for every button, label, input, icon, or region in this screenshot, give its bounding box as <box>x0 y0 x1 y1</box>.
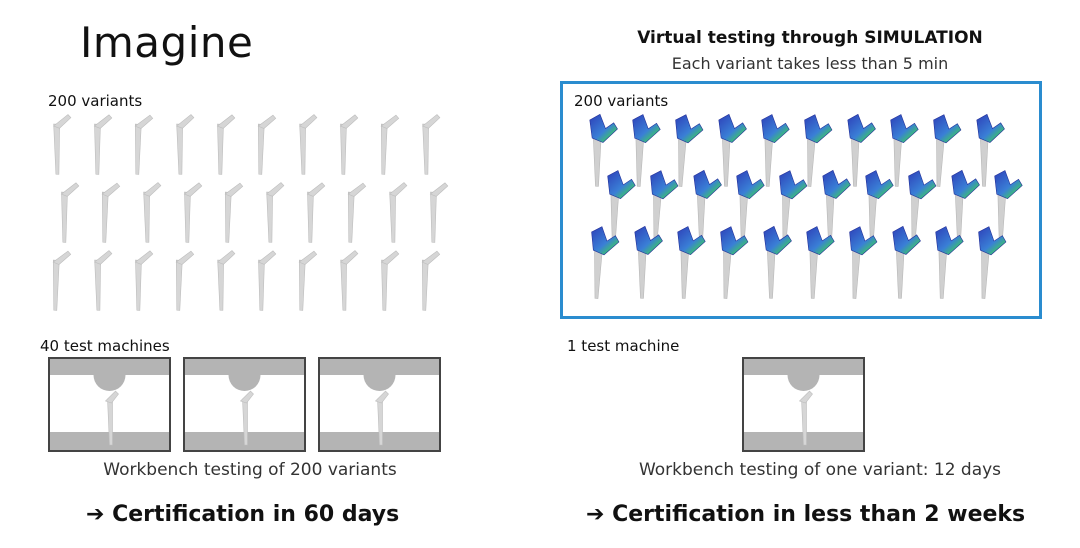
implant-icon <box>421 114 441 175</box>
left-variants-label: 200 variants <box>48 92 143 110</box>
implant-icon <box>142 182 162 243</box>
implant-icon <box>849 226 878 299</box>
implant-icon <box>890 114 919 187</box>
implant-icon <box>93 114 113 175</box>
implant-icon <box>763 225 792 299</box>
implant-icon <box>298 250 318 311</box>
simulation-box <box>560 81 1042 319</box>
implant-icon <box>994 170 1023 243</box>
implant-icon <box>634 225 663 299</box>
right-machines-label: 1 test machine <box>567 337 680 355</box>
test-machine <box>318 357 441 452</box>
implant-icon <box>216 250 236 311</box>
implant-icon <box>306 182 326 243</box>
implant-icon <box>134 250 154 311</box>
implant-icon <box>257 250 277 311</box>
implant-icon <box>429 182 449 243</box>
implant-icon <box>978 226 1007 299</box>
implant-icon <box>650 170 679 243</box>
implant-icon <box>224 182 244 243</box>
left-implant-grid <box>52 114 449 311</box>
implant-icon <box>720 226 749 299</box>
implant-icon <box>908 170 937 243</box>
implant-icon <box>175 250 195 311</box>
implant-icon <box>736 170 765 243</box>
implant-icon <box>52 114 72 175</box>
implant-icon <box>388 182 408 243</box>
implant-icon <box>298 114 318 175</box>
implant-icon <box>804 114 833 187</box>
right-variants-label: 200 variants <box>574 92 669 110</box>
implant-icon <box>104 390 119 446</box>
implant-icon <box>677 226 706 299</box>
implant-icon <box>60 182 80 243</box>
implant-icon <box>847 113 876 187</box>
implant-icon <box>257 114 277 175</box>
right-subtitle: Each variant takes less than 5 min <box>671 54 949 73</box>
test-machine <box>742 357 865 452</box>
implant-icon <box>347 182 367 243</box>
implant-icon <box>761 114 790 187</box>
implant-icon <box>134 114 154 175</box>
implant-icon <box>183 182 203 243</box>
implant-icon <box>693 169 722 243</box>
implant-icon <box>52 250 72 311</box>
implant-icon <box>865 170 894 243</box>
implant-icon <box>339 114 359 175</box>
right-implant-grid <box>589 113 1023 299</box>
implant-icon <box>607 170 636 243</box>
test-machine <box>48 357 171 452</box>
right-title: Virtual testing through SIMULATION <box>637 28 983 48</box>
implant-icon <box>101 182 121 243</box>
implant-icon <box>374 390 389 446</box>
implant-icon <box>806 226 835 299</box>
left-caption: Workbench testing of 200 variants <box>103 460 397 480</box>
implant-icon <box>951 169 980 243</box>
left-machines-label: 40 test machines <box>40 337 170 355</box>
implant-icon <box>822 169 851 243</box>
implant-icon <box>798 390 813 446</box>
implant-icon <box>380 250 400 311</box>
left-title: Imagine <box>80 18 254 67</box>
implant-icon <box>380 114 400 175</box>
implant-icon <box>779 170 808 243</box>
implant-icon <box>935 226 964 299</box>
implant-icon <box>892 225 921 299</box>
implant-icon <box>632 114 661 187</box>
implant-icon <box>675 114 704 187</box>
implant-icon <box>175 114 195 175</box>
implant-icon <box>591 226 620 299</box>
right-conclusion: ➔ Certification in less than 2 weeks <box>586 502 1026 527</box>
test-machine <box>183 357 306 452</box>
implant-icon <box>718 113 747 187</box>
implant-icon <box>421 250 441 311</box>
implant-icon <box>339 250 359 311</box>
implant-icon <box>265 182 285 243</box>
implant-icon <box>216 114 236 175</box>
right-caption: Workbench testing of one variant: 12 day… <box>638 460 1002 480</box>
implant-icon <box>589 113 618 187</box>
implant-icon <box>976 113 1005 187</box>
implant-icon <box>93 250 113 311</box>
left-conclusion: ➔ Certification in 60 days <box>86 502 400 527</box>
implant-icon <box>239 390 254 446</box>
implant-icon <box>933 114 962 187</box>
